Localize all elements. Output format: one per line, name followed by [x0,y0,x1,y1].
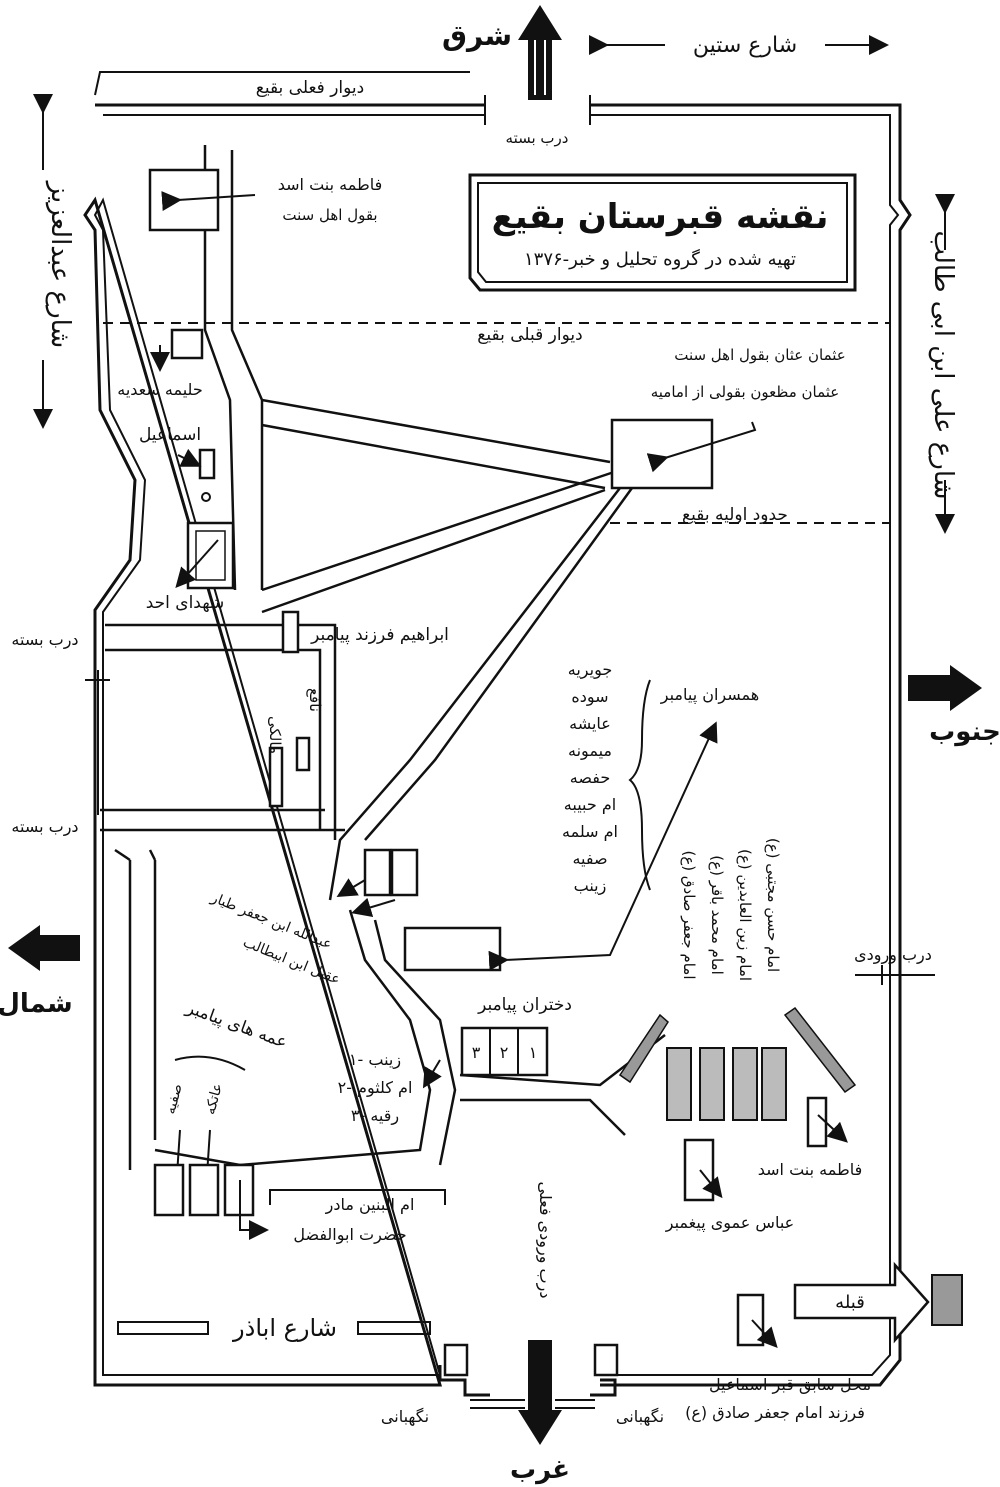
daughters-label: دختران پیامبر [477,995,572,1015]
grave-uhud-martyrs[interactable]: شهدای احد [146,521,235,613]
current-wall-outline [83,95,912,1387]
entrance-right-label: درب ورودی [854,945,932,965]
wife-item: میمونه [568,741,612,761]
wives-brace [628,679,651,891]
grave-fatima-asad-bottom[interactable]: فاطمه بنت اسد [758,1096,863,1179]
aunts-label: عمه های پیامبر [183,997,290,1052]
daughter-item: ۳- رقیه [351,1106,399,1126]
atika-label: عاتکه [202,1082,226,1117]
left-gate-marks [85,670,110,815]
daughter-item: ۲- ام کلثوم [338,1078,413,1098]
wives-grave[interactable] [403,926,502,972]
wife-item: ام سلمه [562,822,618,841]
umm-banin-label-1: ام البنین مادر [325,1195,415,1215]
daughter-num: ۱ [529,1043,538,1062]
uhud-label: شهدای احد [146,593,225,613]
ibrahim-label: ابراهیم فرزند پیامبر [310,625,449,645]
halima-label: حلیمه سعدیه [117,380,202,399]
uthman-label-1: عثمان عثان بقول اهل سنت [674,346,846,364]
wife-item: جویریه [568,660,612,680]
grave-nafi-malik[interactable]: نافع مالکی [266,688,324,808]
wife-item: ام حبیبه [564,795,616,814]
fatima-asad-top-label-2: بقول اهل سنت [282,206,377,224]
guard-right-label: نگهبانی [616,1407,664,1427]
wife-item: حفصه [570,768,610,787]
grave-umm-banin[interactable]: ام البنین مادر حضرت ابوالفضل [239,1180,446,1245]
gate-closed-top-label: درب بسته [506,129,569,147]
uthman-label-2: عثمان مظعون بقولی از امامیه [651,383,840,401]
grave-abbas[interactable]: عباس عموی پیغمبر [665,1138,794,1233]
abdullah-label: عبدالله ابن جعفر طیار [208,889,334,952]
direction-east: شرق [442,19,512,52]
west-arrow [518,1340,562,1445]
grave-aunts[interactable]: عمه های پیامبر صفیه عاتکه [153,997,290,1217]
nafi-label: نافع [306,688,324,712]
direction-west: غرب [510,1455,570,1485]
umm-banin-label-2: حضرت ابوالفضل [293,1225,406,1245]
current-wall-label: دیوار فعلی بقیع [256,78,364,98]
ismail-former-label-2: فرزند امام جعفر صادق (ع) [685,1403,865,1423]
aunts-brace [174,1055,246,1071]
street-left-label: شارع عبدالعزیز [45,180,75,349]
entrance-right-gate[interactable]: درب ورودی [854,945,935,985]
street-bottom [117,1321,431,1335]
imam-label: امام محمد باقر (ع) [708,855,726,974]
wives-heading: همسران پیامبر [660,685,759,705]
qibla-indicator[interactable]: قبله [793,1261,963,1344]
direction-north: شمال [0,989,73,1019]
grave-halima[interactable]: حلیمه سعدیه [117,328,204,399]
map-subtitle: تهیه شده در گروه تحلیل و خبر-۱۳۷۶ [524,248,796,270]
wife-item: سوده [571,687,608,707]
fatima-asad-bottom-label: فاطمه بنت اسد [758,1160,863,1179]
safiya-label: صفیه [162,1082,185,1116]
malik-label: مالکی [266,716,284,754]
grave-ismail[interactable]: اسماعیل [139,425,216,502]
map-title: نقشه قبرستان بقیع [492,197,829,237]
bottom-entrance[interactable]: درب ورودی فعلی نگهبانی نگهبانی [381,1182,664,1427]
daughter-num: ۳ [472,1043,481,1062]
imam-label: امام جعفر صادق (ع) [680,850,698,979]
wife-item: عایشه [569,714,611,733]
qibla-label: قبله [835,1292,865,1313]
daughter-num: ۲ [500,1043,509,1062]
east-arrow [518,5,562,100]
ismail-former-label-1: محل سابق قبر اسماعیل [709,1375,871,1395]
fatima-asad-top-label-1: فاطمه بنت اسد [278,175,383,194]
daughter-item: ۱- زینب [349,1050,401,1070]
grave-daughters[interactable]: دختران پیامبر ۱ ۲ ۳ ۱- زینب ۲- ام کلثوم … [338,995,572,1126]
imam-label: امام زین العابدین (ع) [736,849,754,981]
title-box[interactable]: نقشه قبرستان بقیع تهیه شده در گروه تحلیل… [468,173,857,292]
north-arrow [8,925,80,971]
grave-uthman[interactable]: عثمان عثان بقول اهل سنت عثمان مظعون بقول… [610,346,846,490]
current-entrance-label: درب ورودی فعلی [535,1182,555,1299]
grave-ibrahim[interactable]: ابراهیم فرزند پیامبر [281,610,449,654]
imam-label: امام حسن مجتبی (ع) [764,838,782,972]
grave-imams[interactable]: امام حسن مجتبی (ع) امام زین العابدین (ع)… [618,838,857,1121]
grave-abdullah-aqil[interactable]: عبدالله ابن جعفر طیار عقیل ابن ابیطالب [208,848,419,988]
street-right-label: شارع علی ابن ابی طالب [928,230,958,499]
current-wall-pointer [94,71,470,96]
wife-item: صفیه [572,849,607,868]
direction-south: جنوب [929,717,1000,747]
previous-wall-label: دیوار قبلی بقیع [477,325,582,345]
original-bounds-label: حدود اولیه بقیع [682,505,788,525]
gate-closed-left-1: درب بسته [11,630,78,650]
wives-list[interactable]: همسران پیامبر جویریه سوده عایشه میمونه ح… [403,660,759,972]
wife-item: زینب [574,876,607,896]
gate-closed-left-2: درب بسته [11,817,78,837]
abbas-label: عباس عموی پیغمبر [665,1213,794,1233]
street-top-label: شارع ستین [693,33,797,58]
ismail-label: اسماعیل [139,425,201,445]
guard-left-label: نگهبانی [381,1407,429,1427]
south-arrow [908,665,982,711]
ismail-former-site[interactable]: محل سابق قبر اسماعیل فرزند امام جعفر صاد… [685,1293,871,1423]
grave-fatima-asad-top[interactable]: فاطمه بنت اسد بقول اهل سنت [148,168,383,232]
street-bottom-label: شارع اباذر [232,1314,337,1342]
